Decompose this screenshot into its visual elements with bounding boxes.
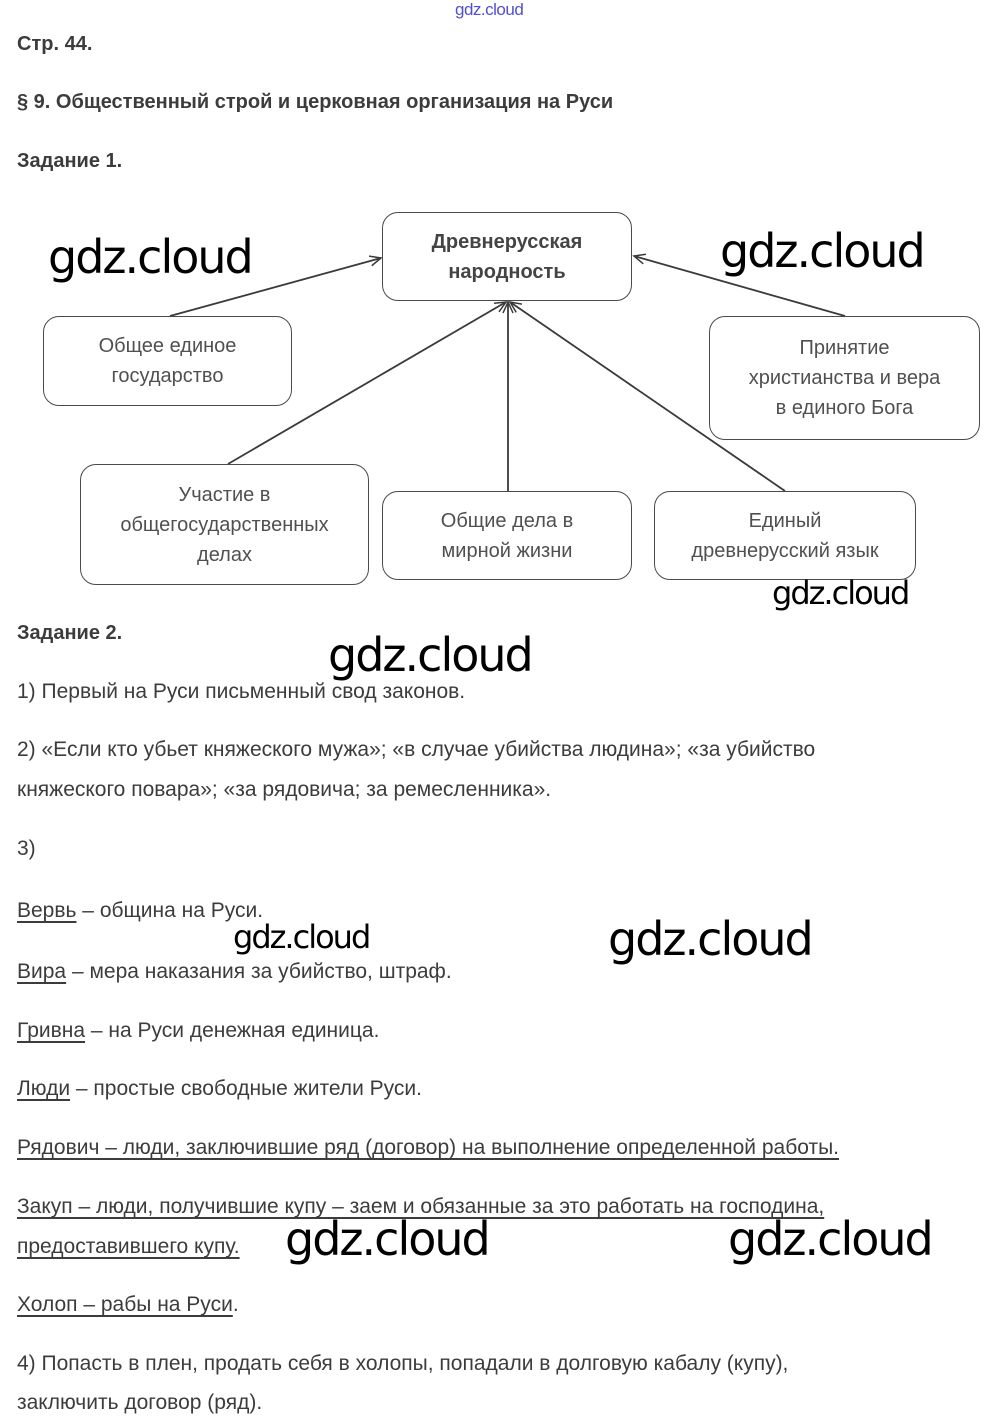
watermark: gdz.cloud	[48, 230, 254, 284]
arrow-participation	[227, 301, 508, 465]
task2-item2-line1: 2) «Если кто убьет княжеского мужа»; «в …	[17, 738, 816, 761]
term: Вира	[17, 960, 67, 983]
term: Гривна	[17, 1019, 86, 1042]
term-definition: – простые свободные жители Руси.	[70, 1077, 422, 1100]
task2-item4-line2: заключить договор (ряд).	[17, 1391, 263, 1414]
term: Холоп – рабы на Руси	[17, 1293, 233, 1316]
diagram-arrows	[169, 253, 846, 492]
term-row: предоставившего купу.	[17, 1235, 240, 1259]
arrow-state	[169, 255, 383, 317]
diagram-node-state: Общее единое государство	[43, 316, 292, 406]
term-row: Люди – простые свободные жители Руси.	[17, 1077, 422, 1101]
watermark: gdz.cloud	[728, 1212, 934, 1266]
term-definition: – община на Руси.	[76, 899, 264, 922]
task2-item1: 1) Первый на Руси письменный свод законо…	[17, 680, 466, 703]
term-row: Вира – мера наказания за убийство, штраф…	[17, 960, 452, 984]
term: Вервь	[17, 899, 77, 922]
task2-item2-line2: княжеского повара»; «за рядовича; за рем…	[17, 778, 552, 801]
watermark: gdz.cloud	[233, 918, 371, 956]
watermark: gdz.cloud	[608, 912, 814, 966]
diagram-node-language: Единый древнерусский язык	[654, 491, 916, 580]
term-row: Гривна – на Руси денежная единица.	[17, 1019, 379, 1043]
diagram-center-box: Древнерусская народность	[382, 212, 632, 301]
task2-item3-label: 3)	[17, 837, 36, 860]
task2-item4-line1: 4) Попасть в плен, продать себя в холопы…	[17, 1352, 789, 1375]
arrow-christianity	[632, 253, 846, 317]
watermark: gdz.cloud	[328, 628, 534, 682]
term: Люди	[17, 1077, 71, 1100]
term-definition: .	[232, 1293, 239, 1316]
term-row: Закуп – люди, получившие купу – заем и о…	[17, 1195, 824, 1219]
term-row: Рядович – люди, заключившие ряд (договор…	[17, 1136, 839, 1160]
term-row: Холоп – рабы на Руси.	[17, 1293, 239, 1317]
term: Рядович – люди, заключившие ряд (договор…	[17, 1136, 840, 1159]
term: Закуп – люди, получившие купу – заем и о…	[17, 1195, 825, 1218]
diagram-node-participation: Участие в общегосударственных делах	[80, 464, 369, 585]
watermark: gdz.cloud	[285, 1212, 491, 1266]
watermark-top: gdz.cloud	[455, 0, 524, 19]
task1-title: Задание 1.	[17, 150, 123, 172]
term: предоставившего купу.	[17, 1235, 240, 1258]
task2-title: Задание 2.	[17, 622, 123, 644]
arrow-language	[508, 300, 786, 492]
diagram-node-affairs: Общие дела в мирной жизни	[382, 491, 632, 580]
term-row: Вервь – община на Руси.	[17, 899, 263, 923]
section-title: § 9. Общественный строй и церковная орга…	[17, 91, 614, 113]
diagram-node-christianity: Принятие христианства и вера в единого Б…	[709, 316, 980, 440]
page-label: Стр. 44.	[17, 33, 93, 55]
term-definition: – мера наказания за убийство, штраф.	[66, 960, 452, 983]
term-definition: – на Руси денежная единица.	[85, 1019, 380, 1042]
watermark: gdz.cloud	[720, 224, 926, 278]
watermark: gdz.cloud	[772, 574, 910, 612]
